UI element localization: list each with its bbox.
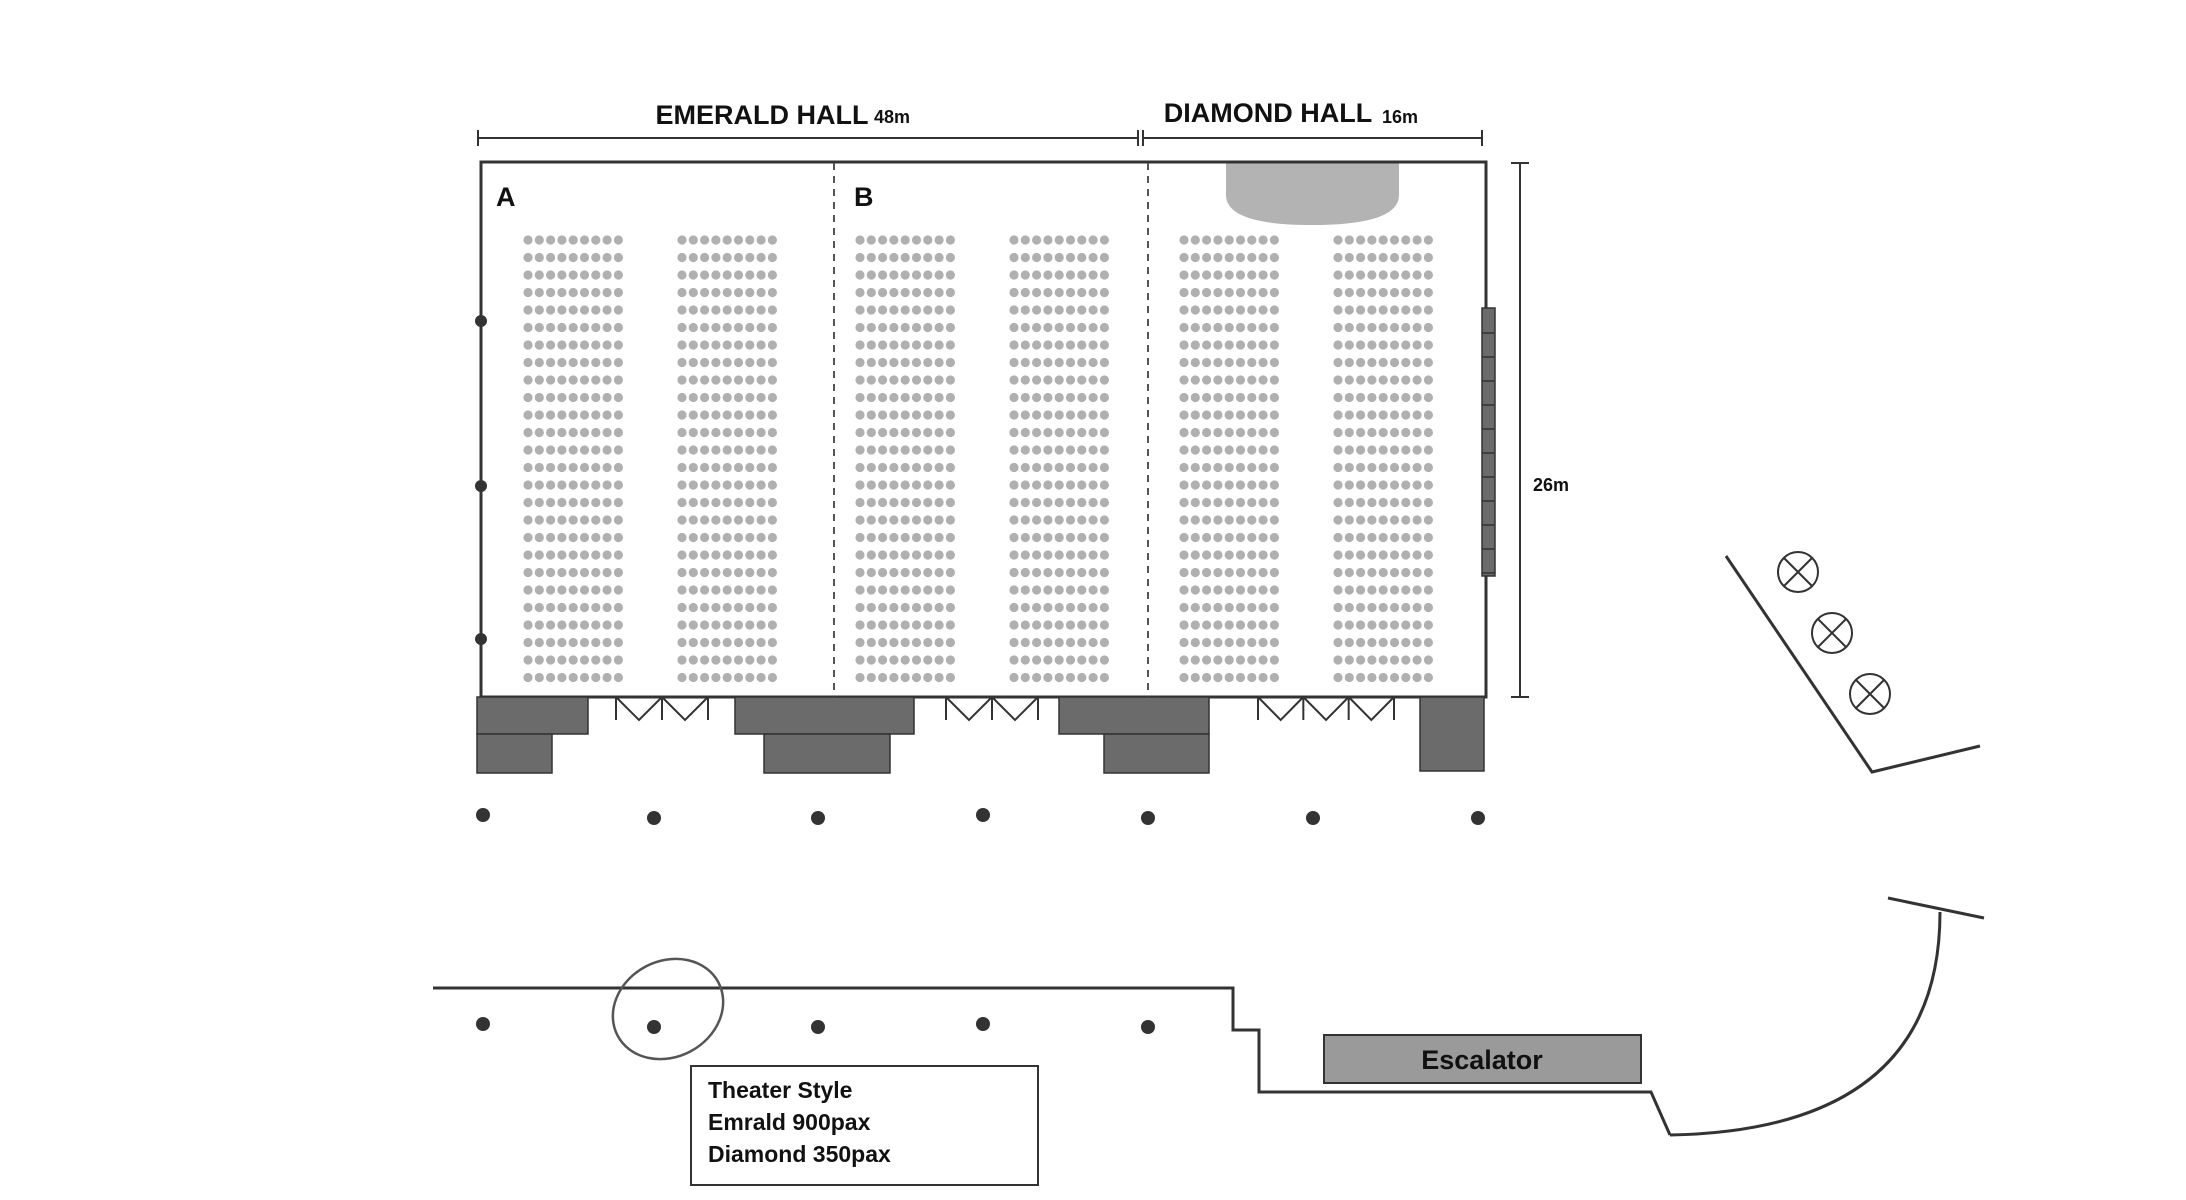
seat-block [523, 235, 624, 683]
legend-emerald-capacity: Emrald 900pax [708, 1109, 871, 1135]
escalator-label: Escalator [1421, 1045, 1543, 1075]
theater-seating [523, 235, 1433, 683]
stage [1226, 163, 1399, 225]
seat-block [677, 235, 778, 683]
room-a-label: A [496, 182, 516, 212]
legend-style: Theater Style [708, 1077, 852, 1103]
curved-wall [1669, 911, 1942, 1137]
door [615, 696, 663, 722]
legend-box [690, 1065, 1039, 1186]
door [661, 696, 709, 722]
door [991, 696, 1039, 722]
seat-block [1009, 235, 1109, 683]
emerald-hall-title: EMERALD HALL [656, 100, 869, 130]
side-door-panel [1481, 307, 1496, 577]
entrance-doors [615, 696, 1395, 722]
seat-block [1333, 235, 1433, 683]
emerald-hall-width: 48m [874, 107, 910, 127]
storage-blocks [476, 696, 1485, 774]
light-fixture [1777, 551, 1819, 593]
light-fixture [1849, 673, 1891, 715]
seat-block [855, 235, 956, 683]
light-fixture [1811, 612, 1853, 654]
curved-wall-cap [1887, 896, 1985, 920]
door [945, 696, 993, 722]
angled-wall [1724, 555, 1981, 774]
diamond-hall-title: DIAMOND HALL [1164, 98, 1372, 128]
door [1257, 696, 1305, 722]
corridor-wall [433, 986, 1672, 1136]
door [1347, 696, 1395, 722]
hall-depth-label: 26m [1533, 475, 1569, 495]
dimension-lines [477, 130, 1529, 698]
pillars [476, 808, 1485, 1034]
escalator [1323, 1034, 1642, 1084]
left-wall-markers [475, 315, 487, 645]
door [1302, 696, 1350, 722]
diamond-hall-width: 16m [1382, 107, 1418, 127]
oval-fixture [611, 957, 725, 1061]
ceiling-fixtures [1777, 551, 1891, 715]
legend-diamond-capacity: Diamond 350pax [708, 1141, 891, 1167]
seat-block [1179, 235, 1279, 683]
room-b-label: B [854, 182, 874, 212]
